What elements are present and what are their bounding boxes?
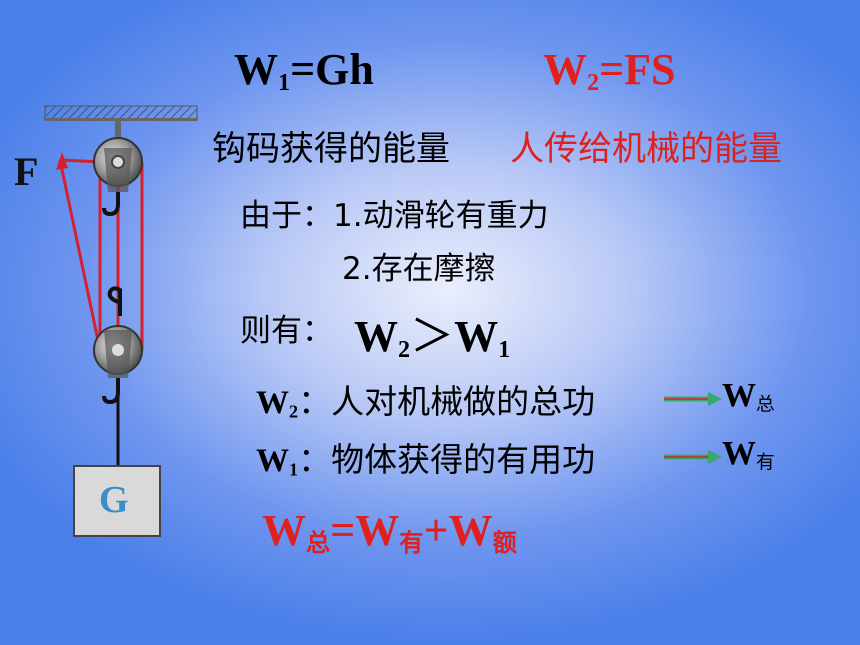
force-arrow [56, 152, 68, 170]
w2-description: 人传给机械的能量 [510, 129, 782, 169]
w-total-symbol: W总 [722, 377, 775, 416]
definition-total-work: W2：人对机械做的总功 [256, 382, 596, 422]
total-work-formula: W总=W有+W额 [262, 506, 517, 558]
conclusion-prefix: 则有： [240, 313, 333, 349]
weight-label: G [99, 479, 129, 521]
w-useful-symbol: W有 [722, 435, 775, 474]
w2-formula: W2=FS [543, 45, 676, 97]
definition-useful-work: W1：物体获得的有用功 [256, 440, 596, 480]
ceiling [44, 105, 198, 121]
pulley-diagram [44, 105, 198, 537]
reasons-line2: 2.存在摩擦 [342, 251, 496, 287]
arrow-total [664, 392, 722, 406]
force-label: F [14, 149, 39, 194]
w1-formula: W1=Gh [234, 45, 374, 97]
w1-description: 钩码获得的能量 [212, 129, 450, 169]
weight-box [73, 465, 161, 537]
reasons-line1: 由于：1.动滑轮有重力 [240, 198, 549, 234]
conclusion-inequality: W2＞W1 [354, 312, 511, 364]
arrow-useful [664, 450, 722, 464]
